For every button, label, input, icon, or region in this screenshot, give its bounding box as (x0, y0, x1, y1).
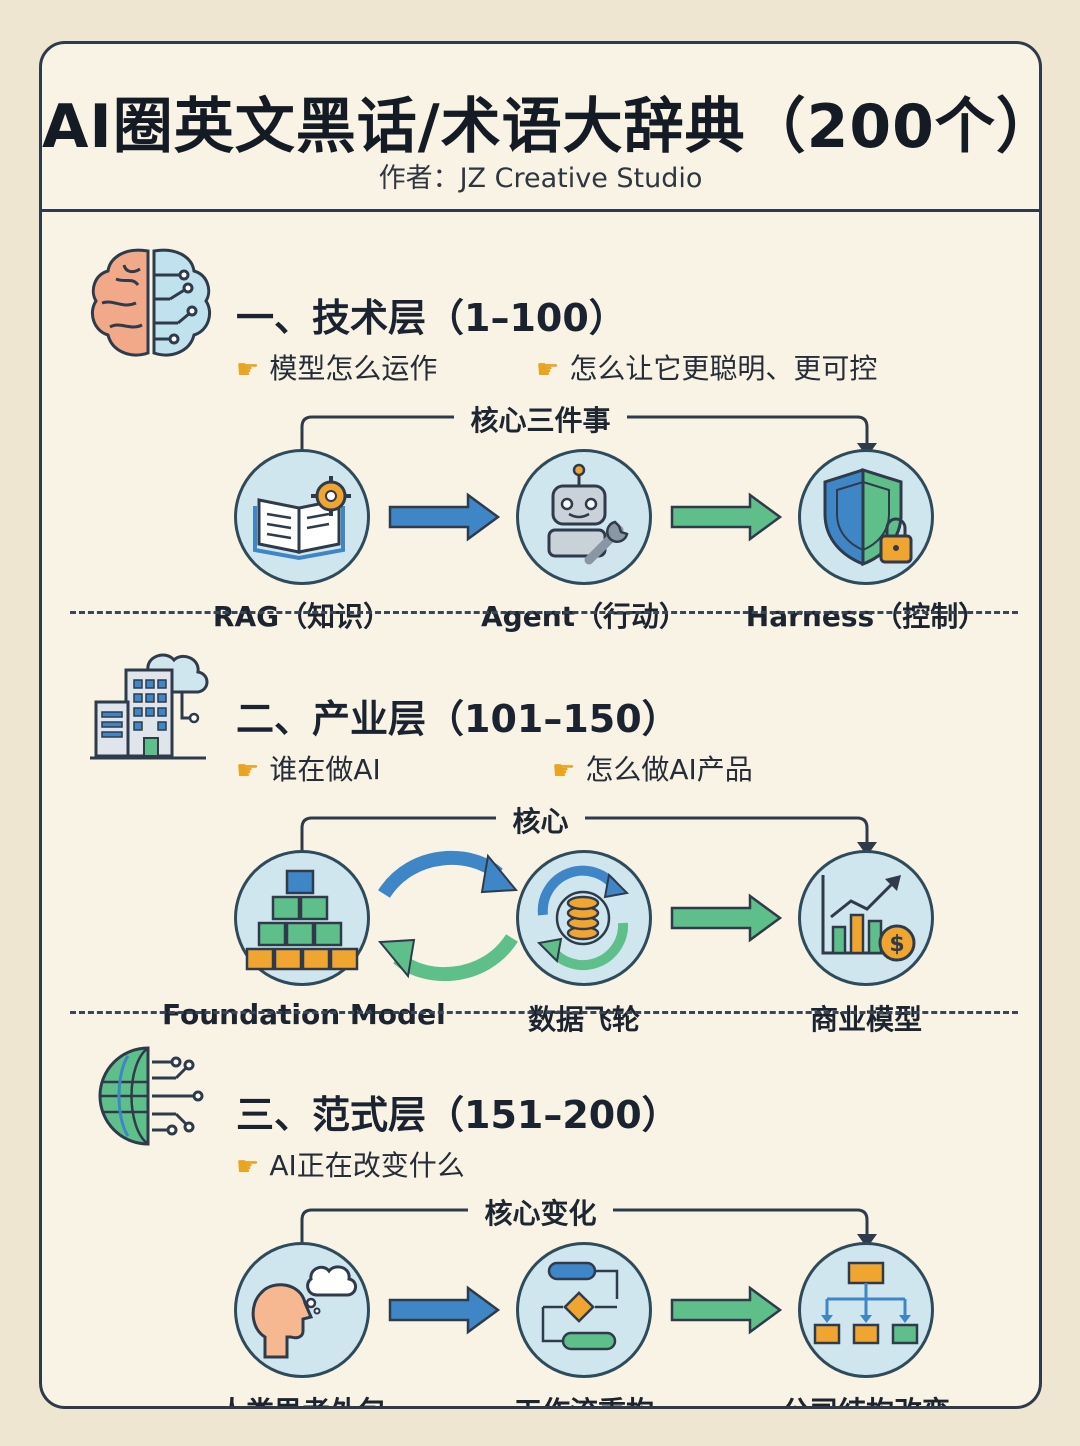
bullet-item: ☛怎么做AI产品 (552, 753, 753, 786)
core-label: 核心变化 (42, 1192, 1039, 1232)
node-label: 公司结构改变 (726, 1390, 1006, 1406)
section-divider (70, 1011, 1018, 1014)
node-label: Agent（行动） (480, 600, 688, 633)
header: AI圈英文黑话/术语大辞典（200个） 作者：JZ Creative Studi… (42, 44, 1039, 212)
node-label: Foundation Model (162, 998, 446, 1031)
node-label: RAG（知识） (212, 600, 392, 633)
chart-dollar-icon: $ (798, 850, 934, 986)
pointing-hand-icon: ☛ (236, 1152, 260, 1182)
cubes-icon (234, 850, 370, 986)
pointing-hand-icon: ☛ (236, 355, 260, 385)
pointing-hand-icon: ☛ (236, 756, 260, 786)
node-label: 人类思考外包 (162, 1390, 442, 1406)
author-line: 作者：JZ Creative Studio (378, 163, 703, 194)
data-flywheel-icon (516, 850, 652, 986)
globe-network-icon (86, 1034, 216, 1164)
pointing-hand-icon: ☛ (536, 355, 560, 385)
dictionary-card: AI圈英文黑话/术语大辞典（200个） 作者：JZ Creative Studi… (39, 41, 1042, 1409)
page-title: AI圈英文黑话/术语大辞典（200个） (42, 92, 1042, 162)
bullet-item: ☛怎么让它更聪明、更可控 (536, 352, 878, 385)
head-thought-icon (234, 1242, 370, 1378)
workflow-icon (516, 1242, 652, 1378)
org-chart-icon (798, 1242, 934, 1378)
section-divider (70, 611, 1018, 614)
svg-text:$: $ (889, 932, 904, 957)
section-technology: 一、技术层（1–100） ☛模型怎么运作 ☛怎么让它更聪明、更可控 核心三件事 (42, 239, 1039, 639)
pointing-hand-icon: ☛ (552, 756, 576, 786)
section-paradigm: 三、范式层（151–200） ☛AI正在改变什么 核心变化 (42, 1034, 1039, 1406)
section-industry: 二、产业层（101–150） ☛谁在做AI ☛怎么做AI产品 核心 (42, 638, 1039, 1038)
section-title: 二、产业层（101–150） (236, 697, 680, 741)
node-label: Harness（控制） (745, 600, 987, 633)
core-label: 核心 (42, 800, 1039, 840)
bullet-item: ☛模型怎么运作 (236, 352, 438, 385)
node-label: 数据飞轮 (527, 1003, 640, 1036)
section-title: 三、范式层（151–200） (236, 1093, 680, 1137)
section-title: 一、技术层（1–100） (236, 296, 627, 340)
brain-circuit-icon (86, 239, 216, 369)
shield-lock-icon (798, 449, 934, 585)
bullet-item: ☛谁在做AI (236, 753, 381, 786)
node-label: 商业模型 (809, 1003, 922, 1036)
book-gear-icon (234, 449, 370, 585)
robot-wrench-icon (516, 449, 652, 585)
node-label: 工作流重构 (444, 1390, 724, 1406)
core-label: 核心三件事 (42, 399, 1039, 439)
bullet-item: ☛AI正在改变什么 (236, 1149, 465, 1182)
building-cloud-icon (86, 638, 216, 768)
